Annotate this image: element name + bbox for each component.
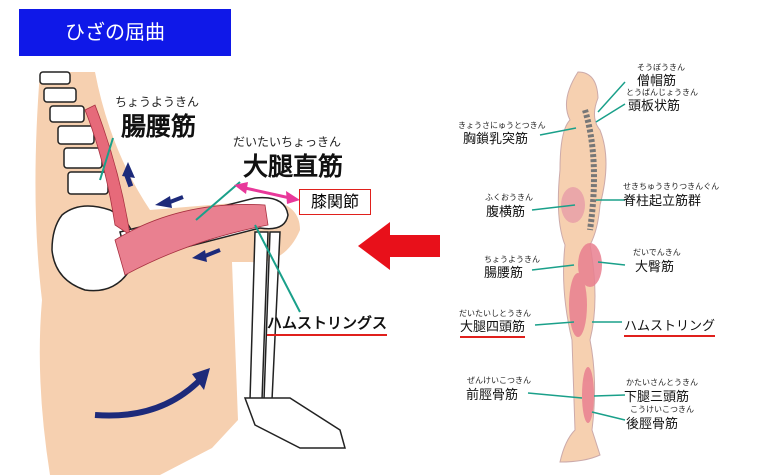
iliopsoas-right-label: 腸腰筋 <box>484 266 524 281</box>
splenius-label: 頭板状筋 <box>628 99 681 114</box>
page-title: ひざの屈曲 <box>19 9 231 56</box>
scm-label: 胸鎖乳突筋 <box>463 132 529 147</box>
erector-spinae-ruby: せきちゅうきりつきんぐん <box>623 182 720 191</box>
quadriceps-label: 大腿四頭筋 <box>460 316 526 338</box>
quadriceps-ruby: だいたいしとうきん <box>459 309 531 318</box>
left-foot-bones <box>243 397 346 449</box>
movement-arrows <box>122 162 221 262</box>
splenius-ruby: とうばんじょうきん <box>626 88 698 97</box>
tibialis-posterior-ruby: こうけいこつきん <box>630 405 694 414</box>
rectus-femoris-label: 大腿直筋 <box>243 152 344 181</box>
erector-spinae-label: 脊柱起立筋群 <box>623 194 702 209</box>
rectus-femoris-ruby: だいたいちょっきん <box>233 135 342 149</box>
trapezius-label: 僧帽筋 <box>637 74 677 89</box>
tibialis-posterior-label: 後脛骨筋 <box>626 417 679 432</box>
right-muscles <box>561 187 602 423</box>
right-leader-lines <box>527 81 626 421</box>
red-arrow <box>358 222 440 270</box>
tibialis-anterior-label: 前脛骨筋 <box>466 388 519 403</box>
iliopsoas-right-ruby: ちょうようきん <box>484 255 540 264</box>
left-thigh-muscle <box>114 204 269 276</box>
scm-ruby: きょうさにゅうとつきん <box>458 121 546 130</box>
gluteus-ruby: だいでんきん <box>633 248 681 257</box>
right-spine <box>582 109 597 231</box>
hamstrings-label: ハムストリングス <box>267 312 388 336</box>
gluteus-label: 大臀筋 <box>635 260 675 275</box>
trapezius-ruby: そうぼうきん <box>637 63 685 72</box>
iliopsoas-ruby: ちょうようきん <box>115 95 200 109</box>
iliopsoas-label: 腸腰筋 <box>121 112 197 141</box>
knee-double-arrow <box>234 182 300 204</box>
swing-arrow <box>94 377 203 419</box>
transverse-abdominis-ruby: ふくおうきん <box>485 193 533 202</box>
hamstring-right-label: ハムストリング <box>624 315 716 337</box>
knee-joint-label: 膝関節 <box>299 189 371 215</box>
tibialis-anterior-ruby: ぜんけいこつきん <box>467 376 531 385</box>
triceps-surae-label: 下腿三頭筋 <box>624 390 690 405</box>
transverse-abdominis-label: 腹横筋 <box>486 205 526 220</box>
triceps-surae-ruby: かたいさんとうきん <box>626 378 698 387</box>
left-pelvis <box>51 205 137 292</box>
